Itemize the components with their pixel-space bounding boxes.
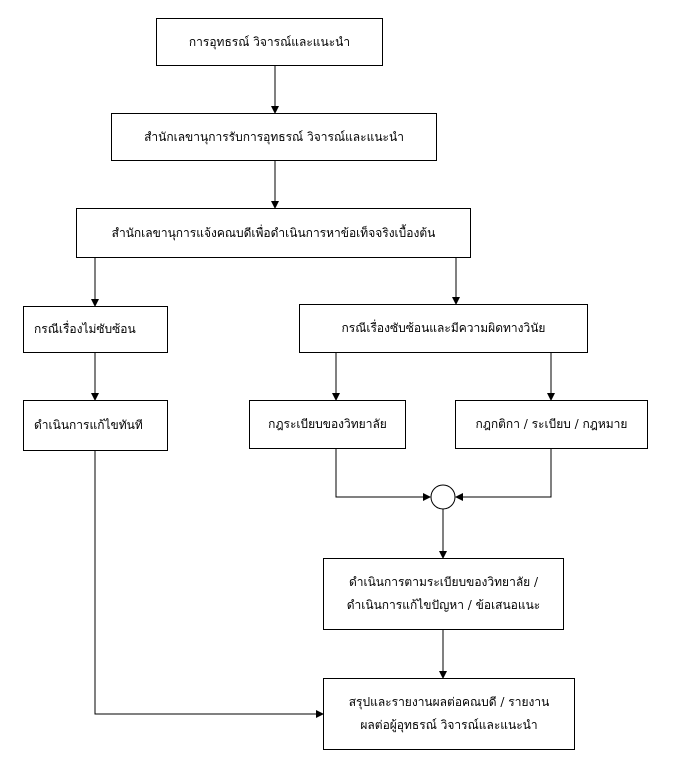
- node-summary-report: สรุปและรายงานผลต่อคณบดี / รายงาน ผลต่อผู…: [323, 678, 575, 750]
- arrow-n7-junction: [335, 449, 431, 501]
- node-summary-report-line2: ผลต่อผู้อุทธรณ์ วิจารณ์และแนะนำ: [360, 718, 538, 732]
- node-secretariat-receive: สำนักเลขานุการรับการอุทธรณ์ วิจารณ์และแน…: [111, 113, 437, 161]
- node-college-rules: กฎระเบียบของวิทยาลัย: [249, 400, 406, 449]
- node-appeal: การอุทธรณ์ วิจารณ์และแนะนำ: [156, 18, 383, 66]
- arrow-n6-n10: [94, 451, 324, 718]
- node-fix-immediately: ดำเนินการแก้ไขทันที: [23, 400, 168, 451]
- arrow-n8-junction: [455, 449, 552, 501]
- junction-circle: [430, 484, 456, 510]
- node-proceed-regulations-line2: ดำเนินการแก้ไขปัญหา / ข้อเสนอแนะ: [346, 598, 541, 612]
- node-complex-case: กรณีเรื่องซับซ้อนและมีความผิดทางวินัย: [299, 304, 588, 353]
- node-rules-regulations-law: กฎกติกา / ระเบียบ / กฎหมาย: [455, 400, 648, 449]
- node-proceed-regulations-line1: ดำเนินการตามระเบียบของวิทยาลัย /: [348, 575, 539, 590]
- node-summary-report-line1: สรุปและรายงานผลต่อคณบดี / รายงาน: [348, 695, 550, 710]
- node-proceed-regulations: ดำเนินการตามระเบียบของวิทยาลัย / ดำเนินก…: [323, 558, 564, 630]
- node-simple-case: กรณีเรื่องไม่ซับซ้อน: [23, 306, 168, 353]
- node-secretariat-notify-dean: สำนักเลขานุการแจ้งคณบดีเพื่อดำเนินการหาข…: [76, 208, 471, 258]
